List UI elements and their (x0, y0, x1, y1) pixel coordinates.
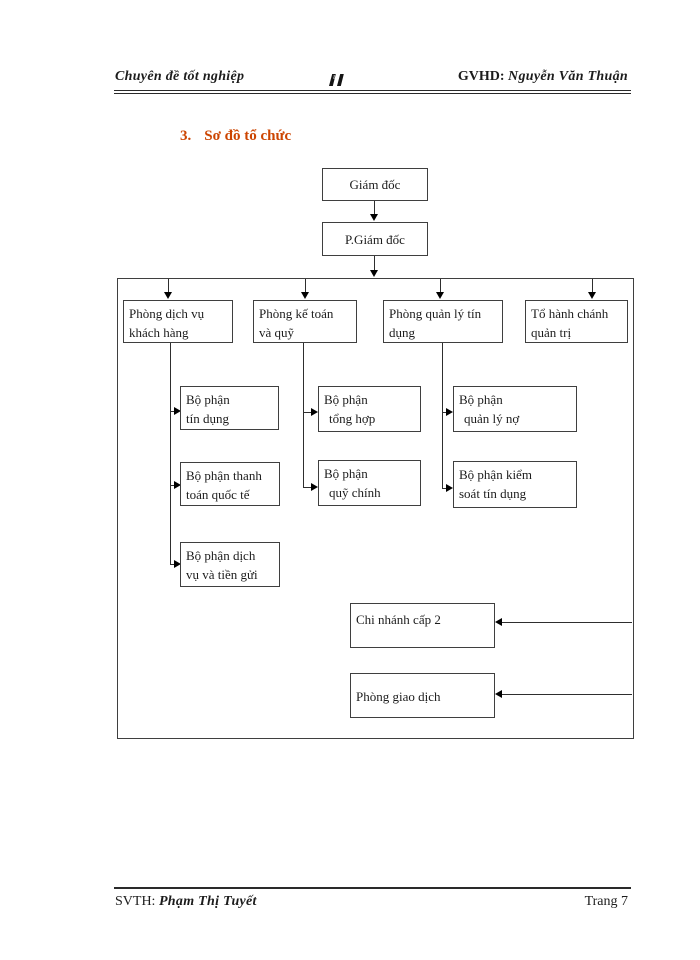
node-label-line: Bộ phận kiểm (459, 467, 532, 482)
author-label: SVTH: (115, 894, 156, 909)
arrowhead-right (174, 481, 181, 489)
arrowhead-right (174, 407, 181, 415)
node-dept-credit-management: Phòng quản lý tín dụng (383, 300, 503, 343)
branch-line (170, 411, 175, 412)
node-deposit-service-division: Bộ phận dịch vụ và tiền gửi (180, 542, 280, 587)
section-title-text: Sơ đồ tổ chức (204, 128, 292, 144)
node-label-line: Phòng kế toán (259, 306, 334, 321)
node-transaction-office: Phòng giao dịch (350, 673, 495, 718)
section-title: 3. Sơ đồ tổ chức (180, 128, 291, 145)
node-label-line: vụ và tiền gửi (186, 567, 258, 582)
header-course-title: Chuyên đề tốt nghiệp (115, 69, 245, 84)
node-label-line: Chi nhánh cấp 2 (356, 612, 441, 627)
node-label-line: khách hàng (129, 325, 189, 340)
branch-line (303, 487, 312, 488)
branch-line (303, 412, 312, 413)
header-advisor: GVHD: Nguyễn Văn Thuận (458, 69, 628, 85)
branch-line (442, 488, 447, 489)
node-label-line: Phòng dịch vụ (129, 306, 205, 321)
branch-line (442, 412, 447, 413)
node-credit-control-division: Bộ phận kiểm soát tín dụng (453, 461, 577, 508)
arrowhead-right (174, 560, 181, 568)
node-admin-team: Tổ hành chánh quản trị (525, 300, 628, 343)
node-label-line: Bộ phận (324, 466, 368, 481)
node-label-line: quỹ chính (329, 485, 381, 500)
node-label-line: Tổ hành chánh (531, 306, 609, 321)
connector-dept4 (592, 279, 593, 293)
node-main-treasury-division: Bộ phận quỹ chính (318, 460, 421, 506)
org-chart-frame (117, 278, 634, 739)
arrowhead-left (495, 618, 502, 626)
connector-transaction-office (501, 694, 632, 695)
connector-deputy-main (374, 256, 375, 271)
author-name: Phạm Thị Tuyết (158, 894, 257, 909)
node-label-line: soát tín dụng (459, 486, 527, 501)
stem-col1 (170, 343, 171, 565)
connector-dept3 (440, 279, 441, 293)
advisor-name: Nguyễn Văn Thuận (508, 69, 628, 84)
node-label-line: Phòng giao dịch (356, 689, 441, 704)
arrowhead-down (370, 214, 378, 221)
branch-line (170, 485, 175, 486)
connector-director-deputy (374, 201, 375, 215)
node-label-line: Bộ phận (186, 392, 230, 407)
node-label-line: quản lý nợ (464, 411, 520, 426)
node-label-line: Phòng quản lý tín (389, 306, 482, 321)
connector-dept1 (168, 279, 169, 293)
open-book-icon (328, 73, 345, 92)
arrowhead-down (588, 292, 596, 299)
node-label-line: Bộ phận (324, 392, 368, 407)
node-deputy-director: P.Giám đốc (322, 222, 428, 256)
node-label-line: tổng hợp (329, 411, 376, 426)
footer-page-number: Trang 7 (584, 894, 628, 909)
node-debt-management-division: Bộ phận quản lý nợ (453, 386, 577, 432)
arrowhead-down (164, 292, 172, 299)
node-credit-division: Bộ phận tín dụng (180, 386, 279, 430)
node-label-line: và quỹ (259, 325, 295, 340)
node-label-line: dụng (389, 325, 415, 340)
node-label-line: Bộ phận thanh (186, 468, 262, 483)
node-label-line: toán quốc tế (186, 487, 250, 502)
arrowhead-down (436, 292, 444, 299)
node-level2-branch: Chi nhánh cấp 2 (350, 603, 495, 648)
arrowhead-right (311, 483, 318, 491)
stem-col3 (442, 343, 443, 488)
stem-col2 (303, 343, 304, 487)
node-intl-payment-division: Bộ phận thanh toán quốc tế (180, 462, 280, 506)
arrowhead-down (301, 292, 309, 299)
arrowhead-left (495, 690, 502, 698)
node-dept-customer-service: Phòng dịch vụ khách hàng (123, 300, 233, 343)
footer-divider (114, 887, 631, 889)
section-number: 3. (180, 128, 192, 144)
arrowhead-right (446, 408, 453, 416)
branch-line (170, 564, 175, 565)
advisor-label: GVHD: (457, 69, 505, 84)
arrowhead-right (446, 484, 453, 492)
arrowhead-right (311, 408, 318, 416)
node-label-line: Bộ phận dịch (186, 548, 256, 563)
node-label-line: Bộ phận (459, 392, 503, 407)
node-label-line: quản trị (531, 325, 572, 340)
arrowhead-down (370, 270, 378, 277)
header-divider (114, 90, 631, 94)
node-general-division: Bộ phận tổng hợp (318, 386, 421, 432)
footer-author: SVTH: Phạm Thị Tuyết (115, 894, 257, 910)
node-director: Giám đốc (322, 168, 428, 201)
node-label-line: tín dụng (186, 411, 229, 426)
node-dept-accounting-treasury: Phòng kế toán và quỹ (253, 300, 357, 343)
connector-dept2 (305, 279, 306, 293)
connector-level2-branch (501, 622, 632, 623)
